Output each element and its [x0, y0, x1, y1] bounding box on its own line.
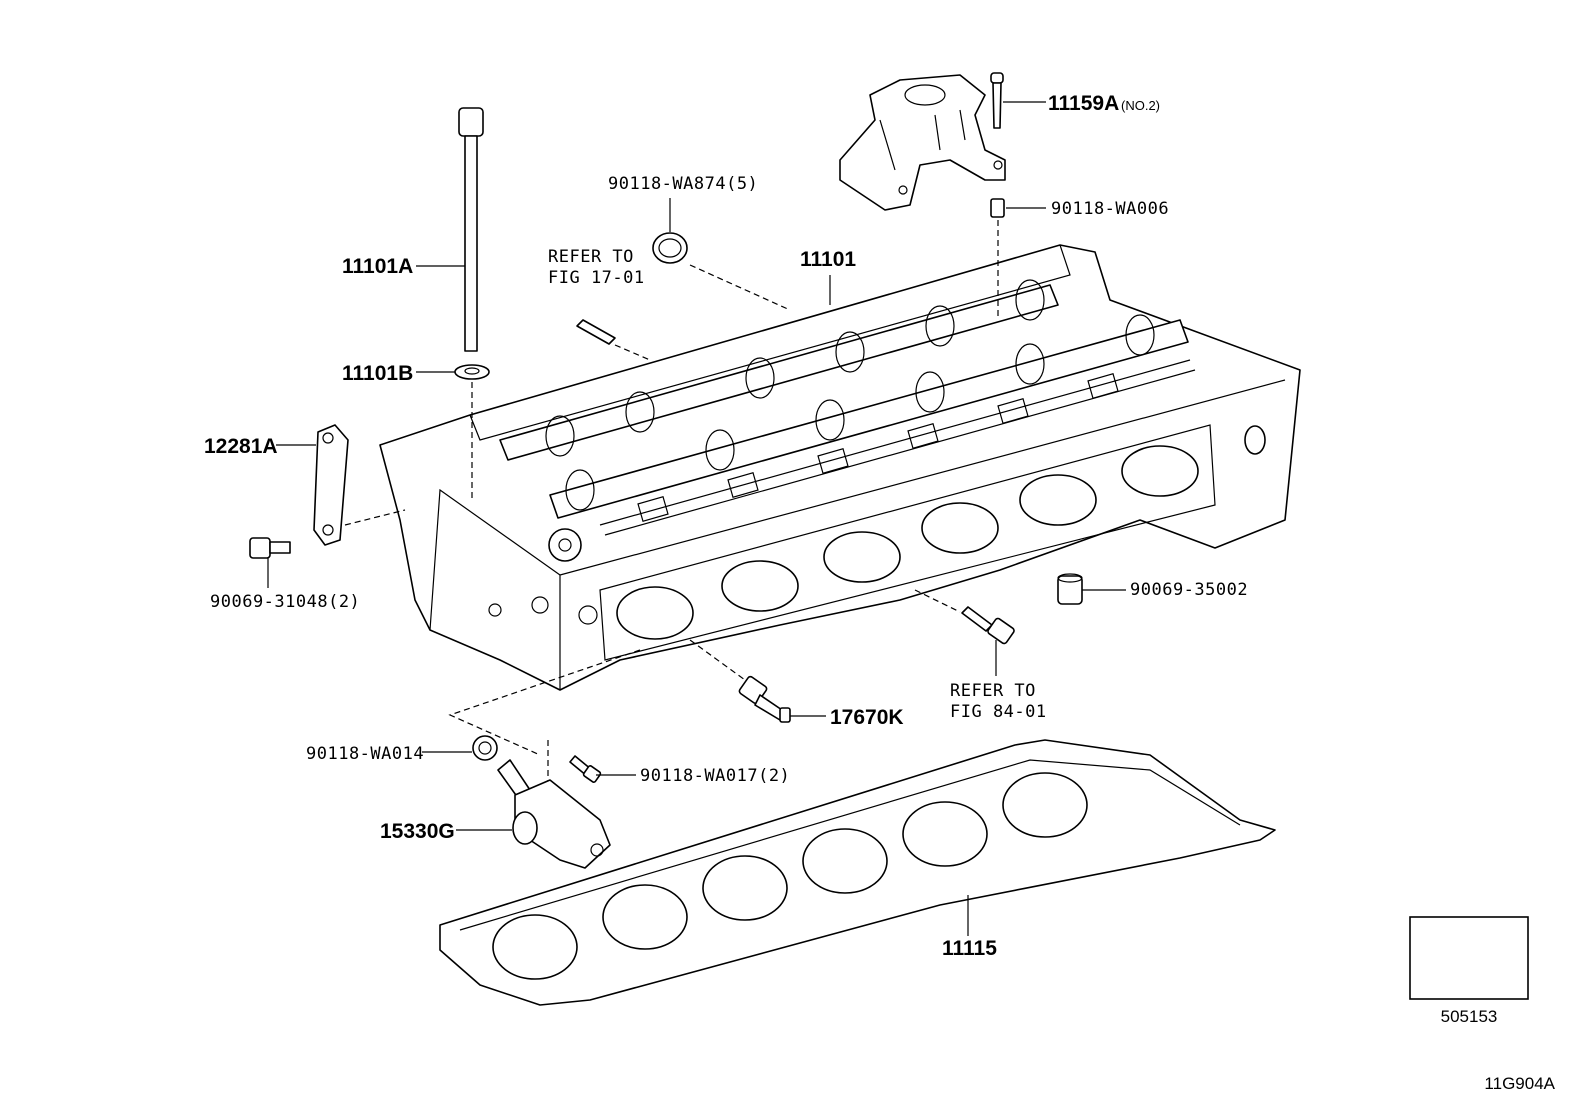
dowel-90118-WA006[interactable] [990, 198, 1005, 218]
label-90118-WA014: 90118-WA014 [306, 744, 424, 764]
head-gasket-11115[interactable] [439, 739, 1276, 1006]
bolt-90069-31048[interactable] [249, 537, 291, 559]
plate-12281A[interactable] [313, 424, 349, 546]
label-11159A-note: (NO.2) [1121, 98, 1160, 113]
cylinder-head[interactable] [379, 244, 1301, 691]
label-11159A: 11159A [1048, 92, 1119, 115]
label-90118-WA874: 90118-WA874(5) [608, 174, 758, 194]
temperature-sensor-refer-84-01[interactable] [961, 606, 1015, 645]
bolt-90118-WA017[interactable] [569, 755, 602, 783]
seal-90118-WA874[interactable] [652, 232, 688, 264]
sensor-17670K[interactable] [738, 675, 791, 723]
washer-11101B[interactable] [454, 364, 490, 380]
label-17670K: 17670K [830, 706, 904, 729]
plug-90069-35002[interactable] [1057, 573, 1083, 605]
label-refer-17-01-line1: REFER TO [548, 247, 634, 267]
label-90069-35002: 90069-35002 [1130, 580, 1248, 600]
reference-box [1409, 916, 1529, 1000]
label-90069-31048: 90069-31048(2) [210, 592, 360, 612]
label-11101: 11101 [800, 248, 856, 271]
dowel-pin-refer-17-01[interactable] [576, 319, 616, 345]
label-refer-84-01-line1: REFER TO [950, 681, 1036, 701]
label-11115: 11115 [942, 937, 997, 960]
label-90118-WA006: 90118-WA006 [1051, 199, 1169, 219]
bolt-11159A[interactable] [990, 72, 1004, 129]
label-12281A: 12281A [204, 435, 278, 458]
leader-lines [267, 101, 1126, 936]
label-11101A: 11101A [342, 255, 413, 278]
engine-hanger-bracket[interactable] [839, 74, 1006, 211]
head-bolt-11101A[interactable] [458, 107, 484, 352]
label-refer-17-01-line2: FIG 17-01 [548, 268, 645, 288]
label-11101B: 11101B [342, 362, 413, 385]
oil-control-valve-15330G[interactable] [497, 759, 611, 869]
label-refer-84-01-line2: FIG 84-01 [950, 702, 1047, 722]
label-90118-WA017: 90118-WA017(2) [640, 766, 790, 786]
reference-box-code: 505153 [1441, 1007, 1498, 1026]
o-ring-90118-WA014[interactable] [472, 735, 498, 761]
label-15330G: 15330G [380, 820, 455, 843]
figure-code: 11G904A [1484, 1074, 1555, 1093]
